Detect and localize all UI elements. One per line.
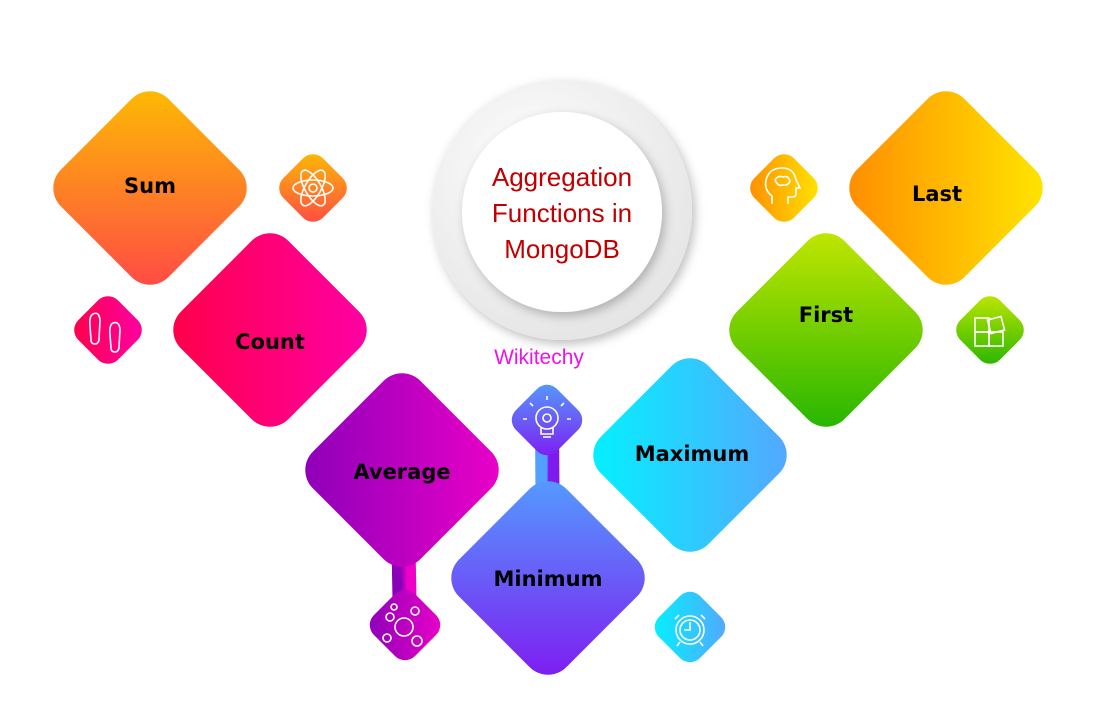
item-count: Count: [74, 233, 367, 427]
title-circle: Aggregation Functions in MongoDB: [432, 80, 692, 340]
title-line-2: Functions in: [492, 198, 632, 228]
brain-head-icon: [764, 167, 802, 204]
item-maximum: Maximum: [593, 358, 787, 663]
item-first: First: [729, 233, 1024, 427]
alarm-clock-icon: [674, 614, 706, 647]
title-line-3: MongoDB: [504, 234, 620, 264]
item-minimum: Minimum: [451, 384, 645, 675]
item-label: Minimum: [494, 567, 603, 591]
item-label: Last: [912, 182, 962, 206]
item-label: First: [799, 303, 853, 327]
item-label: Count: [235, 330, 305, 354]
puzzle-icon: [974, 315, 1006, 347]
item-last: Last: [750, 91, 1043, 285]
title-line-1: Aggregation: [492, 162, 632, 192]
footprints-icon: [89, 312, 121, 353]
item-label: Sum: [124, 174, 176, 198]
item-label: Average: [353, 460, 450, 484]
item-label: Maximum: [635, 442, 750, 466]
watermark: Wikitechy: [494, 346, 584, 369]
item-average: Average: [305, 373, 499, 661]
item-sum: Sum: [53, 91, 347, 285]
lightbulb-gear-icon: [523, 396, 571, 438]
bubbles-icon: [382, 603, 423, 647]
atom-icon: [292, 169, 334, 207]
